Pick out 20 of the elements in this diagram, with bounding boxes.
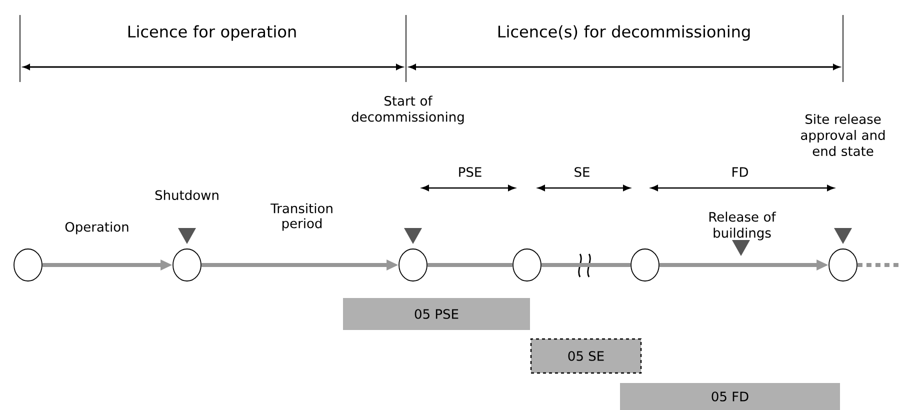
annotation-label: PSE [459, 167, 482, 177]
annotation-label: Release of buildings [709, 212, 776, 240]
timeline-circle [512, 248, 542, 282]
edge-label: Operation [65, 222, 128, 234]
annotation-label: Site release approval and end state [801, 114, 885, 156]
annotation-label: Start of decommissioning [352, 96, 464, 124]
annotation-label: Licence(s) for decommissioning [498, 25, 750, 41]
phase-bar: 05 FD [620, 383, 840, 410]
timeline-circle [172, 248, 202, 282]
phase-bar: 05 SE [530, 338, 642, 374]
timeline-circle [828, 248, 858, 282]
timeline-circle [630, 248, 660, 282]
edge-label: Transition period [270, 203, 332, 231]
annotation-label: Licence for operation [128, 25, 296, 41]
annotation-label: FD [732, 167, 748, 177]
timeline-circle [14, 248, 42, 282]
phase-bar: 05 PSE [343, 298, 530, 330]
annotation-label: SE [574, 167, 590, 177]
timeline-circle [398, 248, 428, 282]
node-caption: Shutdown [155, 190, 218, 200]
